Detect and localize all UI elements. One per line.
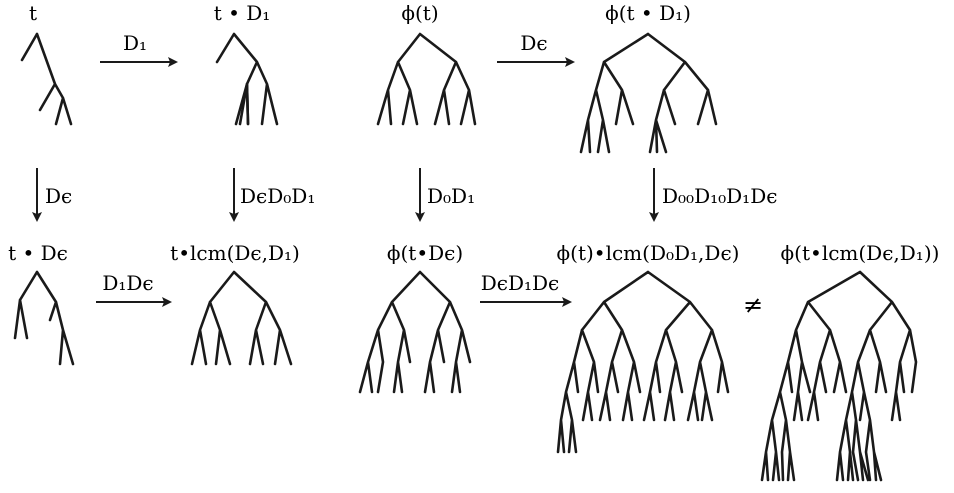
arrow-label-De-down: Dϵ <box>45 184 72 208</box>
tree-phi-t <box>376 32 477 126</box>
tree-phi-t-De <box>358 270 472 394</box>
arrow-De-down-1: Dϵ <box>32 168 72 222</box>
tree-t <box>20 32 73 126</box>
arrow-DeD1De-bottom: DϵD₁Dϵ <box>480 271 572 307</box>
label-phi-t-lcm1: ϕ(t)•lcm(D₀D₁,Dϵ) <box>557 241 740 265</box>
tree-phi-t-lcm1 <box>556 270 730 454</box>
arrow-D1De-bottom: D₁Dϵ <box>96 271 172 307</box>
arrow-label-De-top: Dϵ <box>520 31 547 55</box>
arrow-De-top: Dϵ <box>497 31 575 67</box>
label-phi-t-lcm2: ϕ(t•lcm(Dϵ,D₁)) <box>781 241 940 265</box>
arrow-label-D00D10D1De: D₀₀D₁₀D₁Dϵ <box>662 184 777 208</box>
label-t-D1: t • D₁ <box>214 1 271 25</box>
tree-phi-t-lcm2 <box>760 270 918 482</box>
arrow-label-D1: D₁ <box>123 31 147 55</box>
label-phi-t-D1: ϕ(t • D₁) <box>605 1 691 25</box>
label-phi-t-De: ϕ(t•Dϵ) <box>387 241 463 265</box>
arrow-label-D1De: D₁Dϵ <box>102 271 153 295</box>
arrow-D1-top: D₁ <box>100 31 178 67</box>
tree-t-lcm <box>190 270 293 366</box>
arrow-label-DeD1De: DϵD₁Dϵ <box>481 271 560 295</box>
label-t-De: t • Dϵ <box>8 241 68 265</box>
arrow-D0D1-down: D₀D₁ <box>415 168 475 222</box>
arrow-DeD0D1-down: DϵD₀D₁ <box>229 168 315 222</box>
arrow-D00D10D1De-down: D₀₀D₁₀D₁Dϵ <box>649 168 777 222</box>
label-phi-t: ϕ(t) <box>401 1 438 25</box>
arrow-label-DeD0D1: DϵD₀D₁ <box>240 184 315 208</box>
tree-t-De <box>13 270 75 366</box>
arrow-label-D0D1: D₀D₁ <box>427 184 475 208</box>
not-equal-sign: ≠ <box>743 291 763 319</box>
tree-phi-t-D1 <box>579 32 718 154</box>
label-t: t <box>29 1 37 25</box>
label-t-lcm: t•lcm(Dϵ,D₁) <box>170 241 300 265</box>
tree-t-D1 <box>215 32 279 126</box>
